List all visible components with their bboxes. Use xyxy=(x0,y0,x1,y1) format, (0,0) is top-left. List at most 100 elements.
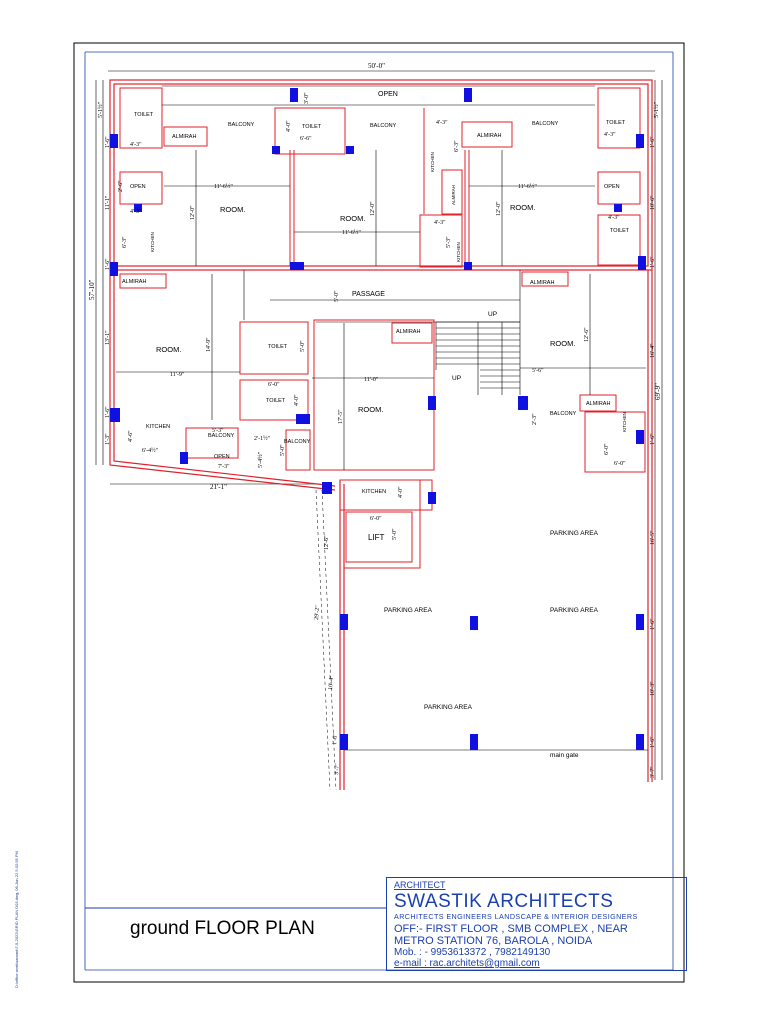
dim-4-3f: 4'-3" xyxy=(608,215,620,221)
file-path-stamp: D:\office work\samant\7-5-2022\GRID PLAN… xyxy=(14,851,19,988)
dim-6-3b: 6'-3" xyxy=(454,140,460,152)
label-almirah-ml: ALMIRAH xyxy=(122,279,146,285)
label-balcony-ml: BALCONY xyxy=(208,433,235,439)
dim-3-7: 3'-7" xyxy=(334,763,341,776)
title-block-role: ARCHITECT xyxy=(394,880,446,890)
label-open-bl: OPEN xyxy=(214,454,230,460)
label-main-gate: main gate xyxy=(550,752,579,759)
dim-12-0b: 12'-0" xyxy=(370,201,376,216)
dim-12-0c: 12'-0" xyxy=(496,201,502,216)
dim-r11: 3'-7" xyxy=(650,766,656,778)
dim-12-6b: 12'-6" xyxy=(324,535,330,550)
dim-1-6: 1'-6" xyxy=(332,733,339,746)
drawing-title: ground FLOOR PLAN xyxy=(130,918,315,939)
label-kitchen-tc2: KITCHEN xyxy=(456,242,461,262)
label-room-mr: ROOM. xyxy=(550,339,575,348)
label-parking-2: PARKING AREA xyxy=(384,607,433,614)
email-address: e-mail : rac.architets@gmail.com xyxy=(394,958,540,969)
inner-walls xyxy=(119,87,646,569)
label-kitchen-tc1: KITCHEN xyxy=(430,152,435,172)
label-lift: LIFT xyxy=(368,533,385,542)
dim-top-width: 50'-0" xyxy=(368,62,385,70)
dim-4-6: 4'-6" xyxy=(128,430,134,442)
dim-r2: 1'-6" xyxy=(650,136,656,148)
dim-4-0b: 4'-0" xyxy=(294,394,300,406)
driveway-dashes xyxy=(315,489,337,791)
label-kitchen-c: KITCHEN xyxy=(362,489,386,495)
columns xyxy=(110,88,646,750)
label-toilet-m2: TOILET xyxy=(266,398,286,404)
dim-4-3c: 4'-3" xyxy=(436,120,448,126)
address-line-2: METRO STATION 76, BAROLA , NOIDA xyxy=(394,935,593,947)
dim-r10: 1'-6" xyxy=(650,736,656,748)
label-toilet-r: TOILET xyxy=(610,228,630,234)
dim-r5: 16'-4" xyxy=(650,343,656,358)
label-open-r: OPEN xyxy=(604,184,620,190)
label-toilet-m1: TOILET xyxy=(268,344,288,350)
dim-r6: 1'-6" xyxy=(650,433,656,445)
dim-l6: 13'-1" xyxy=(105,330,111,345)
dim-4-3d: 4'-3" xyxy=(434,220,446,226)
label-balcony-tr: BALCONY xyxy=(532,121,559,127)
dim-11-6b: 11'-6½" xyxy=(342,229,361,236)
label-up2: UP xyxy=(452,375,461,382)
dim-5-6: 5'-6" xyxy=(532,368,544,374)
outer-walls xyxy=(109,79,653,790)
dim-4-3a: 4'-3" xyxy=(130,142,142,148)
dim-l3: 2'-6" xyxy=(118,180,124,192)
dim-4-3e: 4'-3" xyxy=(604,132,616,138)
label-kitchen-tl: KITCHEN xyxy=(150,232,155,252)
dim-5-0b: 5'-0" xyxy=(300,340,306,352)
dim-29-2: 29'-2" xyxy=(314,605,321,621)
label-balcony-mr: BALCONY xyxy=(550,411,577,417)
dim-3-0: 3'-0" xyxy=(304,92,310,104)
label-balcony-tl: BALCONY xyxy=(228,122,255,128)
title-block: ARCHITECT SWASTIK ARCHITECTS ARCHITECTS … xyxy=(386,877,687,971)
label-room-tl: ROOM. xyxy=(220,205,245,214)
dim-6-3a: 6'-3" xyxy=(122,236,128,248)
dim-12-6: 12'-6" xyxy=(584,327,590,342)
label-open-top: OPEN xyxy=(378,91,398,98)
label-parking-3: PARKING AREA xyxy=(550,607,599,614)
label-balcony-mc: BALCONY xyxy=(284,439,311,445)
dim-2-3: 2'-3" xyxy=(532,413,538,425)
label-passage: PASSAGE xyxy=(352,291,385,298)
dim-4-0a: 4'-0" xyxy=(286,120,292,132)
label-room-mc: ROOM. xyxy=(358,405,383,414)
dim-14-9: 14'-9" xyxy=(206,337,212,352)
label-room-tc: ROOM. xyxy=(340,214,365,223)
dim-l1: 5'-1½" xyxy=(97,101,104,118)
dim-6-0c: 6'-0" xyxy=(614,461,626,467)
dim-17-5: 17'-5" xyxy=(338,409,344,424)
label-almirah-mr: ALMIRAH xyxy=(530,280,554,286)
dim-5-0c: 5'-0" xyxy=(280,444,286,456)
label-balcony-tc: BALCONY xyxy=(370,123,397,129)
dim-l2: 1'-6" xyxy=(105,136,111,148)
label-kitchen-mr: KITCHEN xyxy=(622,412,627,432)
dim-6-6: 6'-6" xyxy=(300,136,312,142)
dim-4-0c: 4'-0" xyxy=(398,486,404,498)
dim-left-total: 57'-10" xyxy=(88,279,96,300)
dim-l8: 1'-3" xyxy=(105,433,111,445)
dim-7-3: 7'-3" xyxy=(218,464,230,470)
label-kitchen-ml: KITCHEN xyxy=(146,424,170,430)
dim-5-0a: 5'-0" xyxy=(334,290,340,302)
firm-tagline: ARCHITECTS ENGINEERS LANDSCAPE & INTERIO… xyxy=(394,912,638,921)
dim-r7: 16'-5" xyxy=(650,530,656,545)
dim-6-0a: 6'-0" xyxy=(268,382,280,388)
dim-r4: 1'-6" xyxy=(650,256,656,268)
dim-l7: 1'-6" xyxy=(105,406,111,418)
address-line-1: OFF:- FIRST FLOOR , SMB COMPLEX , NEAR xyxy=(394,923,628,935)
dim-5-0d: 5'-0" xyxy=(392,528,398,540)
label-toilet-tr: TOILET xyxy=(606,120,626,126)
dim-6-0b: 6'-0" xyxy=(604,443,610,455)
dim-11-6a: 11'-6½" xyxy=(214,183,233,190)
label-parking-1: PARKING AREA xyxy=(550,530,599,537)
dim-11-6c: 11'-6½" xyxy=(518,183,537,190)
dim-right-total: 69'-9" xyxy=(654,383,662,400)
label-room-tr: ROOM. xyxy=(510,203,535,212)
dim-11-0: 11'-0" xyxy=(364,377,379,383)
dim-5-3b: 5'-3" xyxy=(212,428,224,434)
label-toilet-tc: TOILET xyxy=(302,124,322,130)
